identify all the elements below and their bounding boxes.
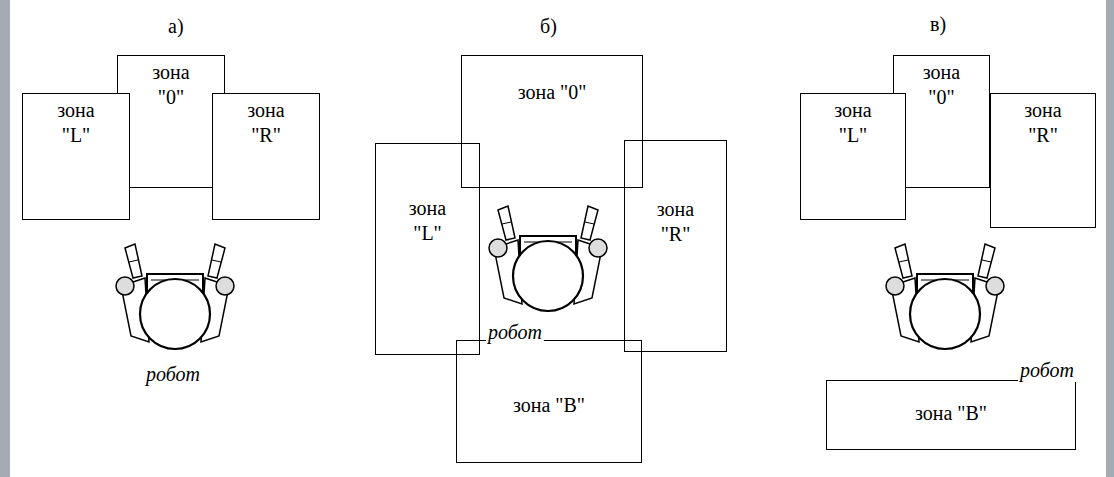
zone-box: зона "B" — [826, 380, 1076, 450]
zone-label: зона "B" — [841, 401, 1061, 426]
zone-label: зона "0" — [141, 60, 201, 110]
zone-label: зона "L" — [823, 98, 883, 148]
zone-label: зона "R" — [1013, 98, 1073, 148]
panel-letter: а) — [166, 14, 186, 38]
zone-box: зона "R" — [990, 93, 1096, 228]
zone-box: зона "L" — [22, 93, 130, 220]
zone-box: зона "R" — [212, 93, 320, 220]
zone-label: зона "0" — [472, 80, 632, 105]
zone-label: зона "R" — [646, 197, 706, 247]
robot-figure — [116, 244, 234, 349]
zone-box: зона "0" — [117, 55, 225, 188]
robot-caption: робот — [486, 320, 544, 344]
panel-letter: в) — [928, 12, 948, 36]
zone-box: зона "B" — [456, 340, 642, 463]
robot-caption: робот — [1018, 358, 1076, 382]
zone-box: зона "L" — [375, 143, 480, 355]
zone-box: зона "0" — [893, 55, 990, 188]
robot-caption: робот — [144, 362, 202, 386]
panel-letter: б) — [538, 14, 559, 38]
zone-label: зона "L" — [46, 98, 106, 148]
robot-figure — [489, 206, 607, 311]
zone-label: зона "0" — [912, 60, 972, 110]
zone-box: зона "R" — [624, 140, 727, 352]
zone-box: зона "L" — [800, 93, 906, 220]
zone-label: зона "R" — [236, 98, 296, 148]
zone-box: зона "0" — [461, 55, 643, 188]
robot-figure — [886, 244, 1004, 349]
zone-label: зона "B" — [469, 393, 629, 418]
zone-label: зона "L" — [398, 196, 458, 246]
